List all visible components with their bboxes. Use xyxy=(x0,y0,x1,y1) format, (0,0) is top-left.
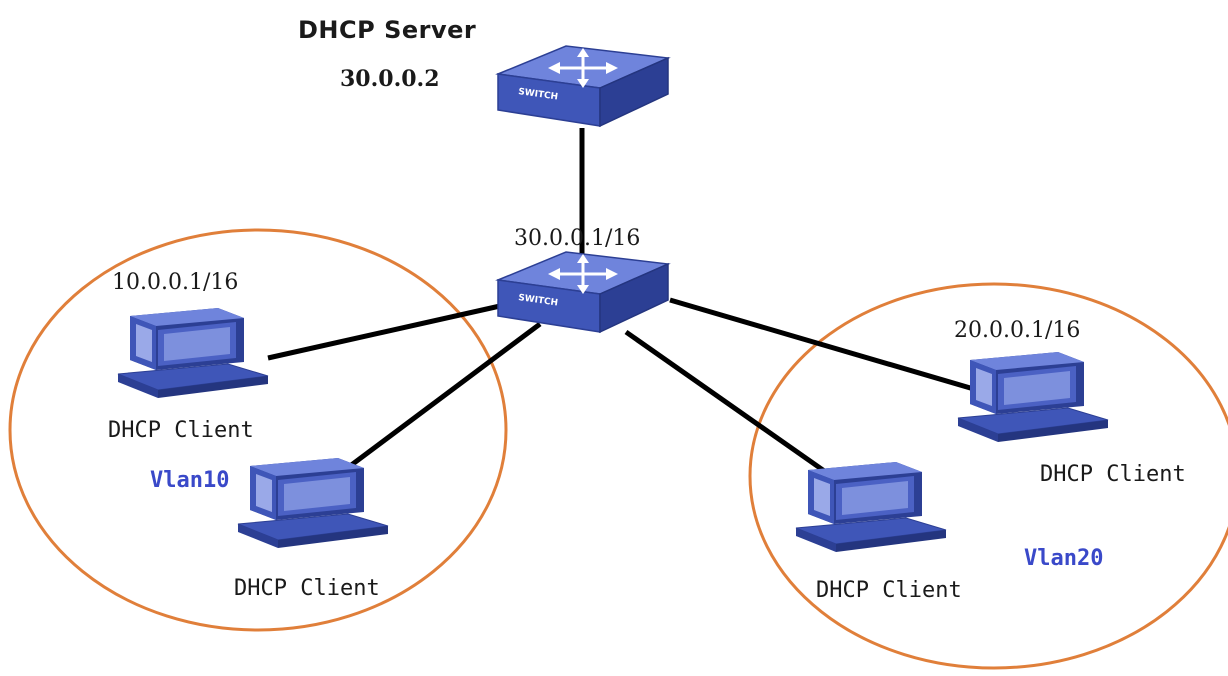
link-core-vlan20-client2 xyxy=(624,329,842,485)
vlan20-name: Vlan20 xyxy=(1024,546,1104,571)
dhcp-server-title: DHCP Server xyxy=(298,16,477,44)
vlan10-client-2-pc-icon xyxy=(237,457,389,549)
dhcp-server-switch-icon xyxy=(496,44,670,128)
core-switch-ip: 30.0.0.1/16 xyxy=(514,226,641,251)
link-core-vlan10-client2 xyxy=(340,321,542,475)
core-switch-icon xyxy=(496,250,670,334)
vlan20-boundary xyxy=(748,282,1228,670)
vlan20-client-2-pc-icon xyxy=(795,461,947,553)
vlan20-client-1-label: DHCP Client xyxy=(1040,462,1186,487)
link-core-vlan10-client1 xyxy=(267,303,501,361)
vlan10-client-2-label: DHCP Client xyxy=(234,576,380,601)
vlan20-client-1-pc-icon xyxy=(957,351,1109,443)
vlan10-gateway-ip: 10.0.0.1/16 xyxy=(112,270,239,295)
vlan10-boundary xyxy=(8,228,508,632)
link-core-vlan20-client1 xyxy=(669,297,985,395)
vlan10-client-1-pc-icon xyxy=(117,307,269,399)
vlan10-name: Vlan10 xyxy=(150,468,230,493)
vlan10-client-1-label: DHCP Client xyxy=(108,418,254,443)
dhcp-server-ip: 30.0.0.2 xyxy=(340,66,440,92)
vlan20-gateway-ip: 20.0.0.1/16 xyxy=(954,318,1081,343)
vlan20-client-2-label: DHCP Client xyxy=(816,578,962,603)
